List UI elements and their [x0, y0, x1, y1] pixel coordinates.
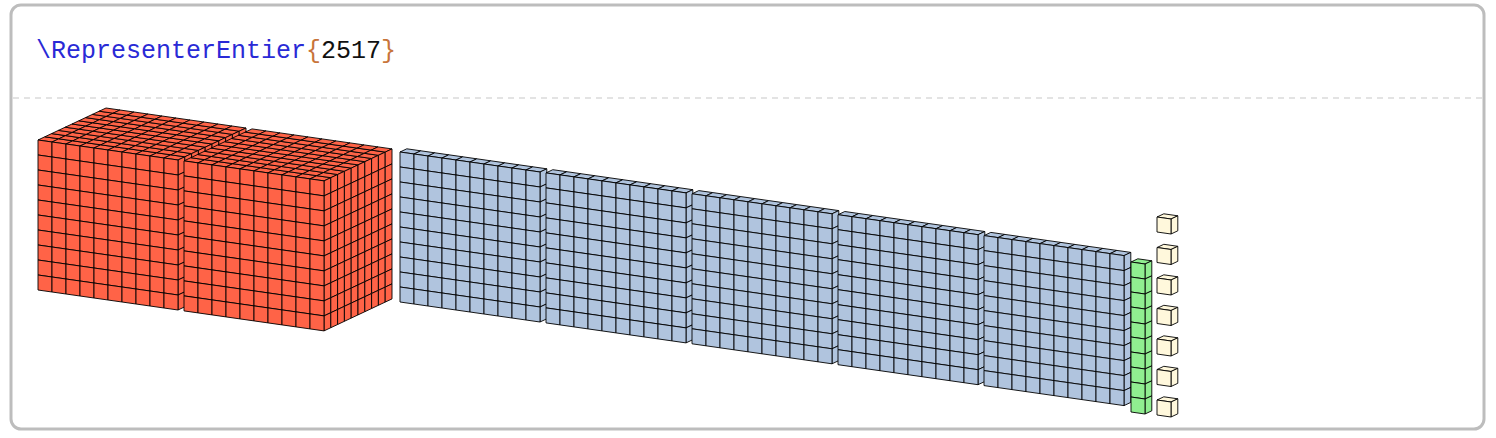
hundred-plate [400, 149, 547, 322]
unit-cube [1157, 305, 1178, 325]
unit-cube [1157, 366, 1178, 386]
separator-line [13, 97, 1482, 98]
ten-rod [1131, 259, 1152, 414]
unit-cube [1157, 214, 1178, 234]
unit-cube [1157, 244, 1178, 264]
unit-cube [1157, 336, 1178, 356]
thousand-cube [184, 129, 392, 331]
code-command: \RepresenterEntier [36, 37, 306, 66]
hundred-plate [692, 191, 839, 364]
unit-cube [1157, 275, 1178, 295]
thousand-cube [38, 108, 246, 310]
unit-cube [1157, 397, 1178, 417]
code-brace: } [381, 37, 396, 66]
hundred-plate [546, 170, 693, 343]
code-frame [11, 5, 1484, 429]
code-line: \RepresenterEntier{2517} [36, 36, 396, 68]
code-number: 2517 [321, 37, 381, 66]
code-brace: { [306, 37, 321, 66]
hundred-plate [838, 212, 985, 385]
hundred-plate [984, 232, 1131, 405]
